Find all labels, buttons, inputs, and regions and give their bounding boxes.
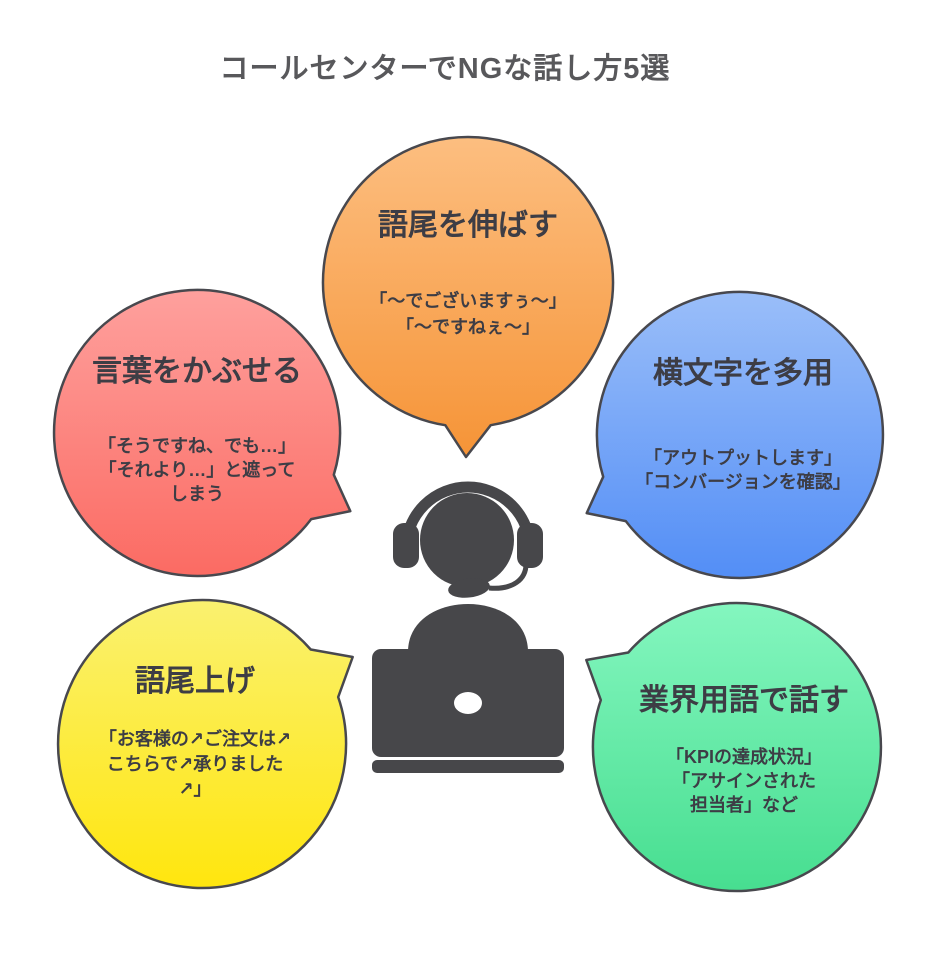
bubble-top-heading: 語尾を伸ばす	[378, 209, 558, 242]
bubble-bottomleft-body-line: 「お客様の↗ご注文は↗	[98, 729, 292, 749]
laptop-logo-dot-icon	[454, 692, 482, 714]
bubble-right-body: 「アウトプットします」 「コンバージョンを確認」	[593, 446, 893, 494]
bubble-bottomright-body: 「KPIの達成状況」 「アサインされた 担当者」など	[594, 745, 894, 817]
speech-bubble-right-blue	[585, 290, 885, 580]
bubble-right-body-line: 「コンバージョンを確認」	[635, 472, 851, 492]
bubble-bottomright-body-line: 「KPIの達成状況」	[665, 747, 822, 767]
bubble-top-body-line: 「〜でございますぅ〜」	[369, 291, 567, 311]
bubble-left-heading: 言葉をかぶせる	[92, 355, 302, 388]
headset-band-icon	[400, 481, 536, 550]
operator-head-icon	[420, 493, 514, 587]
call-center-operator-icon	[372, 481, 564, 773]
bubble-right-body-line: 「アウトプットします」	[644, 448, 842, 468]
headset-mic-icon	[448, 578, 490, 598]
headset-earcup-right-icon	[517, 523, 543, 568]
laptop-base-icon	[372, 760, 564, 773]
bubble-right-heading: 横文字を多用	[653, 357, 833, 390]
bubble-bottomleft-body: 「お客様の↗ご注文は↗ こちらで↗承りました ↗」	[45, 727, 345, 802]
speech-bubble-bottomleft-yellow	[56, 598, 354, 890]
bubble-top-body-line: 「〜ですねぇ〜」	[396, 317, 540, 337]
bubble-bottomleft-body-line: ↗」	[178, 779, 212, 799]
bubble-left-body: 「そうですね、でも…」 「それより…」と遮って しまう	[47, 434, 347, 506]
speech-bubble-top-orange	[321, 135, 615, 459]
bubble-left-body-line: 「そうですね、でも…」	[98, 436, 296, 456]
headset-mic-boom-icon	[488, 561, 529, 591]
bubble-left-body-line: 「それより…」と遮って	[98, 460, 296, 480]
speech-bubble-bottomright-green	[585, 601, 883, 893]
headset-earcup-left-icon	[393, 523, 419, 568]
speech-bubble-left-red	[52, 288, 352, 578]
operator-shoulders-icon	[408, 604, 528, 652]
bubble-bottomright-body-line: 「アサインされた	[672, 771, 816, 791]
bubble-top-body: 「〜でございますぅ〜」 「〜ですねぇ〜」	[318, 288, 618, 340]
bubble-bottomright-heading: 業界用語で話す	[639, 684, 849, 717]
bubble-bottomright-body-line: 担当者」など	[690, 795, 798, 815]
bubble-left-body-line: しまう	[170, 484, 224, 504]
bubble-bottomleft-body-line: こちらで↗承りました	[106, 754, 284, 774]
bubble-bottomleft-heading: 語尾上げ	[135, 665, 255, 698]
page-title: コールセンターでNGな話し方5選	[219, 53, 671, 85]
